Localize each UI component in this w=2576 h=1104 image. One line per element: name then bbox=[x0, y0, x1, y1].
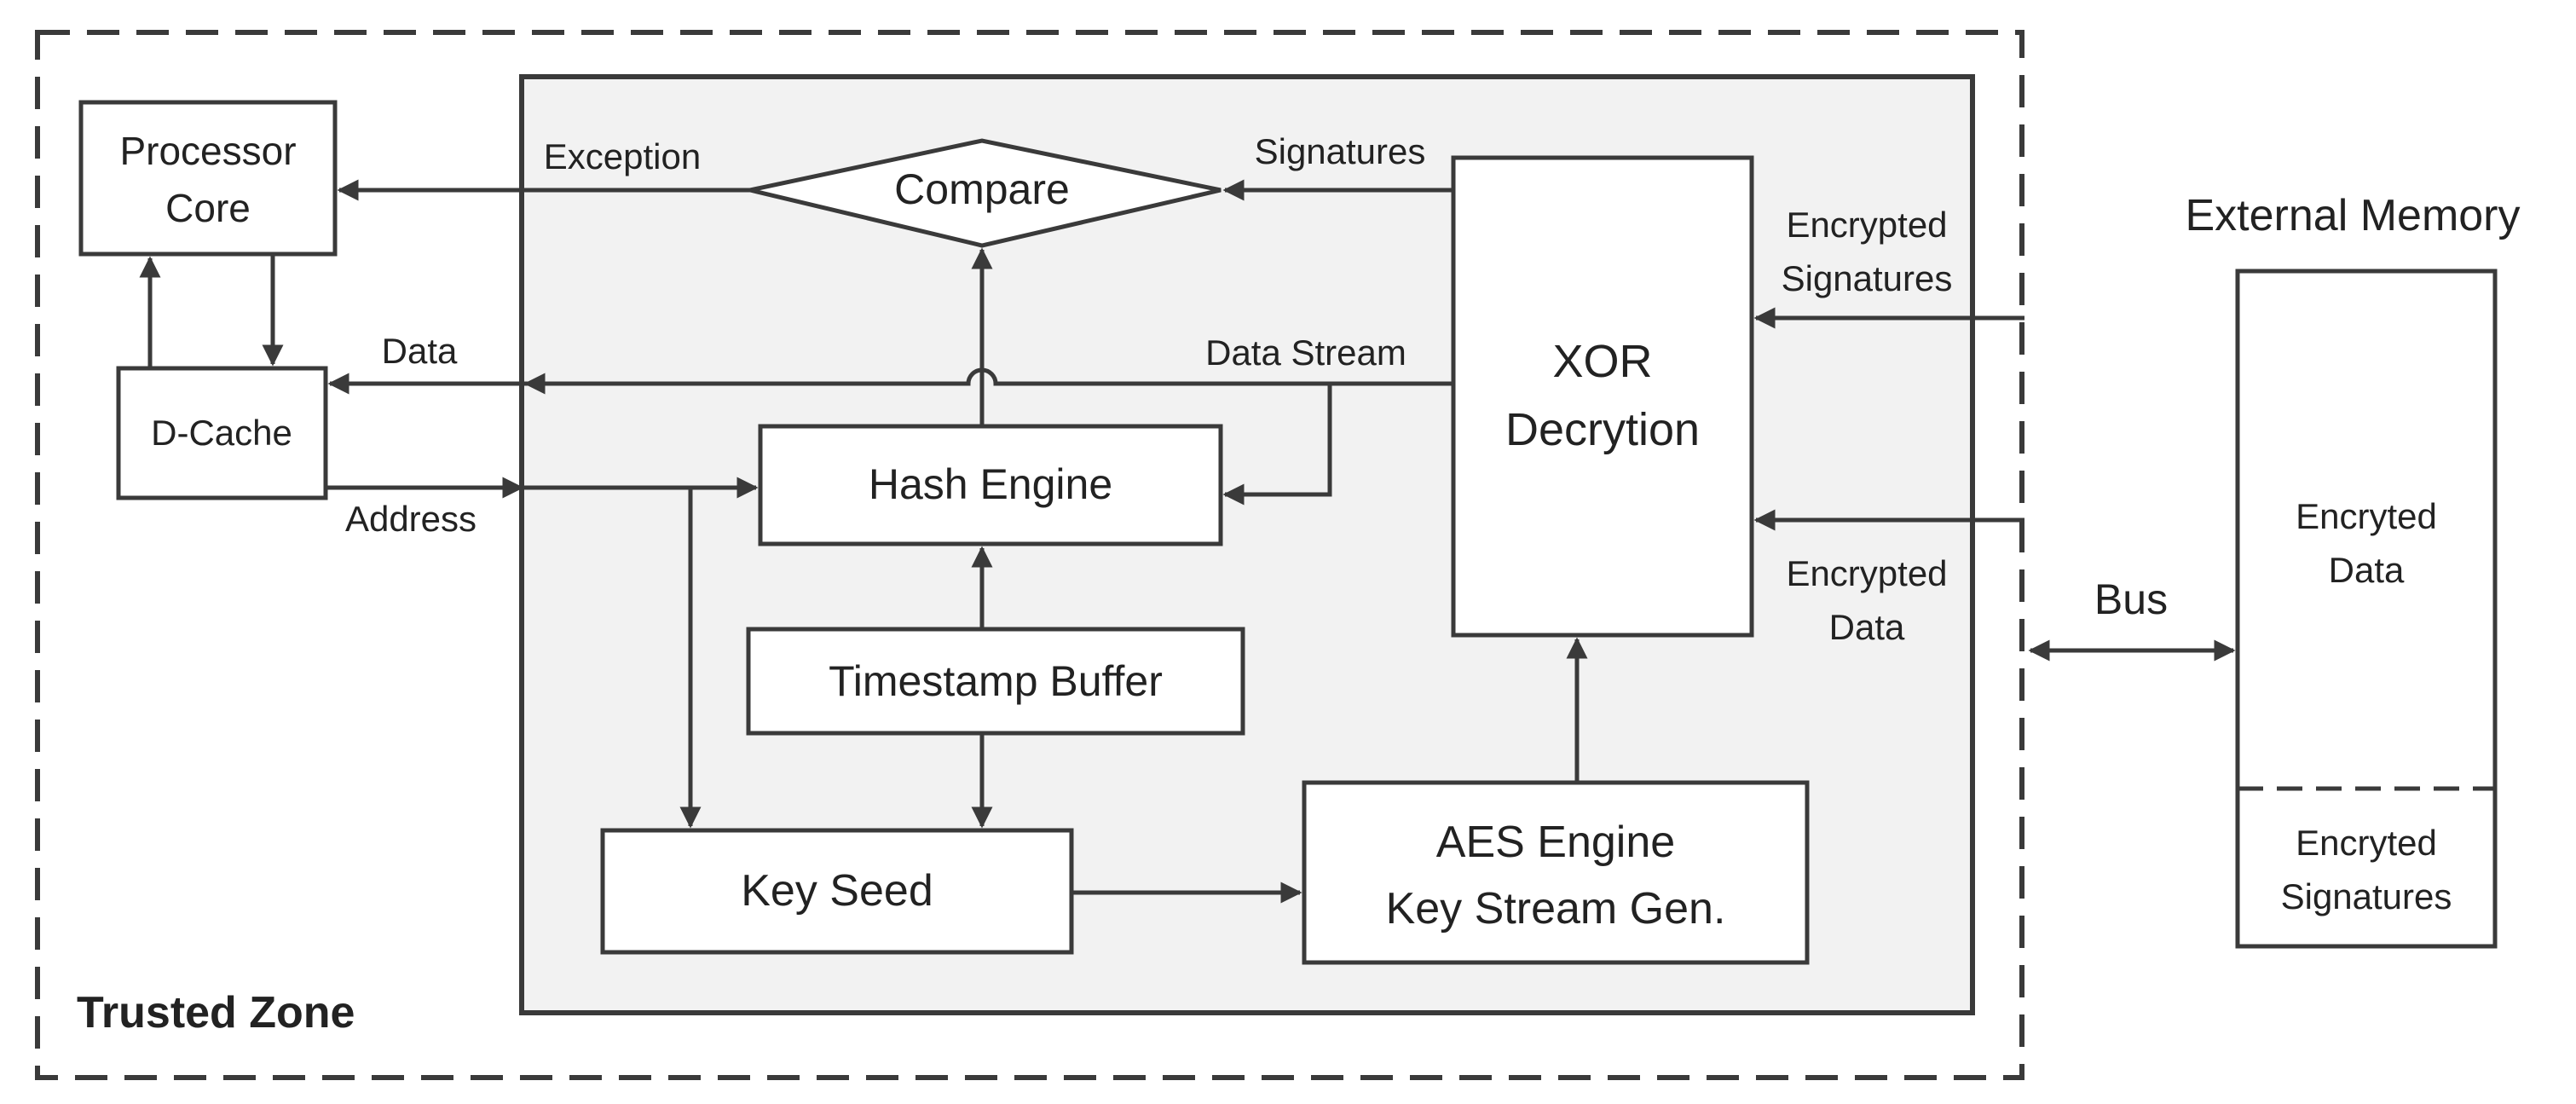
processor-core-block[interactable]: Processor Core bbox=[78, 100, 338, 257]
compare-block[interactable]: Compare bbox=[749, 138, 1222, 248]
encrypted-signatures-label-line2: Signatures bbox=[1782, 258, 1953, 298]
encrypted-data-label-line1: Encrypted bbox=[1786, 553, 1947, 593]
data-label: Data bbox=[382, 331, 458, 371]
xor-decryption-label-line2: Decrytion bbox=[1505, 404, 1700, 455]
d-cache-label: D-Cache bbox=[151, 413, 292, 453]
processor-core-label-line1: Processor bbox=[119, 129, 296, 173]
encrypted-signatures-label-line1: Encrypted bbox=[1786, 205, 1947, 245]
exception-label: Exception bbox=[544, 136, 701, 176]
aes-engine-label-line1: AES Engine bbox=[1436, 818, 1675, 867]
key-seed-label: Key Seed bbox=[741, 866, 933, 916]
memory-data-region-line2: Data bbox=[2329, 550, 2405, 590]
compare-label: Compare bbox=[894, 165, 1070, 213]
address-label: Address bbox=[345, 499, 477, 539]
aes-engine-label-line2: Key Stream Gen. bbox=[1386, 884, 1726, 933]
aes-engine-block[interactable]: AES Engine Key Stream Gen. bbox=[1302, 780, 1810, 965]
external-memory-title: External Memory bbox=[2186, 191, 2521, 240]
bus-label: Bus bbox=[2094, 575, 2168, 623]
data-stream-arrow bbox=[327, 367, 1453, 395]
timestamp-buffer-block[interactable]: Timestamp Buffer bbox=[746, 627, 1245, 736]
xor-decryption-label-line1: XOR bbox=[1552, 336, 1652, 387]
d-cache-block[interactable]: D-Cache bbox=[116, 366, 328, 500]
hash-engine-block[interactable]: Hash Engine bbox=[758, 424, 1223, 546]
external-memory-block[interactable]: Encryted Data Encryted Signatures bbox=[2235, 269, 2498, 949]
data-stream-label: Data Stream bbox=[1205, 332, 1406, 373]
memory-signatures-region-line1: Encryted bbox=[2296, 823, 2437, 863]
xor-decryption-block[interactable]: XOR Decrytion bbox=[1451, 155, 1754, 638]
timestamp-buffer-label: Timestamp Buffer bbox=[829, 657, 1163, 705]
hash-engine-label: Hash Engine bbox=[869, 460, 1112, 508]
signatures-label: Signatures bbox=[1255, 131, 1426, 171]
trusted-zone-boundary bbox=[35, 30, 2024, 1080]
encrypted-data-label-line2: Data bbox=[1829, 607, 1905, 647]
data-stream-to-hash-arrow bbox=[1222, 384, 1332, 506]
key-seed-block[interactable]: Key Seed bbox=[600, 828, 1074, 955]
memory-signatures-region-line2: Signatures bbox=[2281, 876, 2452, 916]
memory-data-region-line1: Encryted bbox=[2296, 496, 2437, 536]
trusted-zone-label: Trusted Zone bbox=[77, 988, 355, 1038]
processor-core-label-line2: Core bbox=[165, 186, 251, 230]
